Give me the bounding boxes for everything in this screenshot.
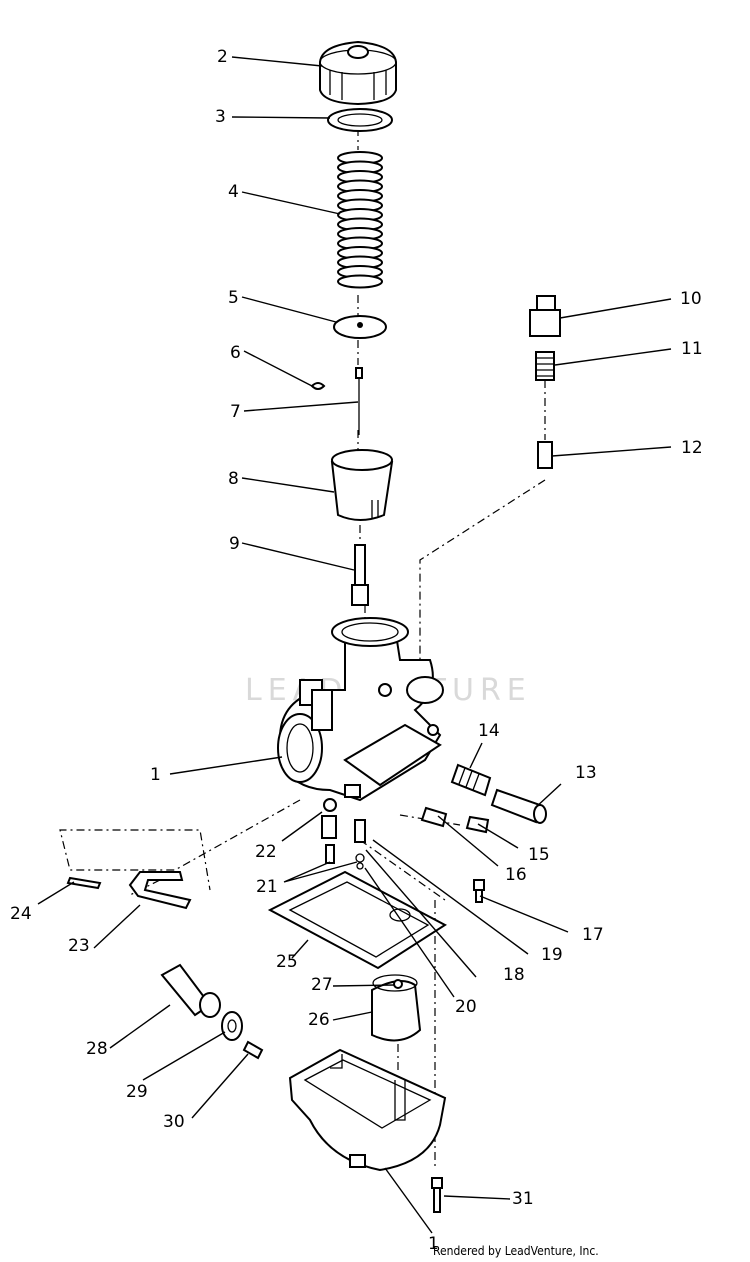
part-drain-screw [473,879,485,903]
part-jet-needle [355,367,363,435]
callout-28: 28 [86,1039,108,1059]
callout-21: 21 [256,877,278,897]
callout-14: 14 [478,721,500,741]
part-pilot-adjuster [529,295,561,337]
part-plunger [537,441,553,469]
part-idle-screw [490,788,547,824]
callout-20: 20 [455,997,477,1017]
part-cap [319,40,397,106]
callout-labels: 2 3 4 5 6 7 8 9 10 11 12 1 13 14 15 16 1… [10,47,703,1254]
leader-lines [37,56,672,1234]
part-carburetor-body [277,617,444,802]
callout-2: 2 [217,47,228,67]
spring-coil [337,274,383,289]
part-throttle-slide [330,449,394,521]
part-bowl-screw [431,1177,443,1213]
part-air-screw-spring [420,806,448,828]
callout-18: 18 [503,965,525,985]
credit-text: Rendered by LeadVenture, Inc. [433,1244,599,1258]
callout-11: 11 [681,339,703,359]
part-main-jet-holder [354,819,366,870]
part-fuel-fitting [160,963,221,1018]
part-pilot-spring [535,351,555,381]
callout-17: 17 [582,925,604,945]
callout-25: 25 [276,952,298,972]
part-washer [327,108,393,132]
callout-3: 3 [215,107,226,127]
part-e-clip [310,382,326,390]
part-pilot-jet [321,815,337,864]
callout-10: 10 [680,289,702,309]
part-spring [337,151,383,289]
callout-8: 8 [228,469,239,489]
part-float-pin [242,1040,264,1060]
callout-15: 15 [528,845,550,865]
part-float-bowl [288,1048,447,1172]
callout-30: 30 [163,1112,185,1132]
callout-31: 31 [512,1189,534,1209]
callout-27: 27 [311,975,333,995]
callout-6: 6 [230,343,241,363]
callout-16: 16 [505,865,527,885]
part-air-screw [465,815,490,834]
part-hose [66,871,192,910]
callout-29: 29 [126,1082,148,1102]
callout-24: 24 [10,904,32,924]
part-idle-spring [450,763,492,797]
part-washer-small [323,798,337,812]
part-float-needle [393,979,403,989]
callout-9: 9 [229,534,240,554]
callout-19: 19 [541,945,563,965]
callout-23: 23 [68,936,90,956]
callout-4: 4 [228,182,239,202]
part-float [371,974,422,1042]
part-needle-jet [351,544,369,606]
part-fitting-washer [221,1011,243,1041]
callout-22: 22 [255,842,277,862]
part-retainer-plate [333,315,387,339]
callout-26: 26 [308,1010,330,1030]
part-float-bowl-gasket [267,870,447,970]
callout-12: 12 [681,438,703,458]
callout-1-body: 1 [150,765,161,785]
callout-13: 13 [575,763,597,783]
callout-1-bowl: 1 [428,1234,439,1254]
callout-5: 5 [228,288,239,308]
callout-7: 7 [230,402,241,422]
